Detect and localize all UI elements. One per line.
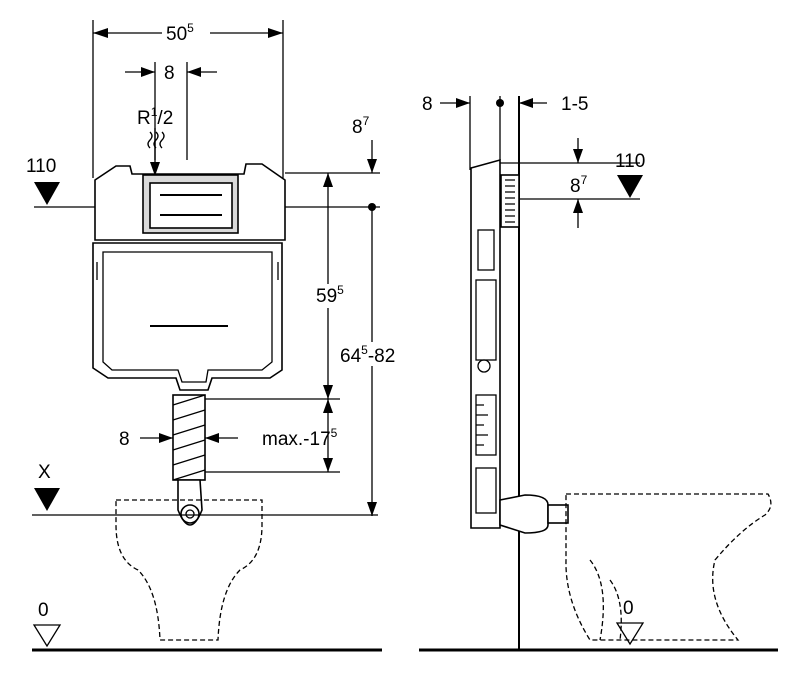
axis-x-marker: X — [32, 462, 378, 516]
side-level-110-label: 110 — [615, 151, 645, 172]
side-pipe-connection — [499, 494, 569, 534]
floor-label-front: 0 — [38, 600, 49, 621]
inlet-offset-dimension: 8 — [125, 62, 217, 160]
pipe-width-dimension: 8 — [119, 429, 238, 450]
wc-bowl-side — [565, 493, 772, 641]
wc-bowl-front — [115, 499, 263, 641]
front-view: 505 8 R1/2 110 — [26, 20, 415, 652]
water-inlet-icon — [147, 131, 165, 149]
wall-gap-label: 1-5 — [561, 94, 588, 115]
top-gap-label: 87 — [352, 114, 370, 138]
side-view: 8 1-5 — [419, 94, 778, 652]
width-dimension: 505 — [92, 20, 284, 178]
actuator-height-label: 87 — [570, 173, 588, 197]
side-level-dimensions: 87 110 — [500, 138, 645, 228]
cistern-height-label: 595 — [316, 283, 344, 307]
floor-front: 0 — [32, 600, 382, 652]
pipe-width-label: 8 — [119, 429, 130, 450]
floor-label-side: 0 — [623, 598, 634, 619]
flush-pipe — [172, 394, 206, 526]
pipe-extension-label: max.-175 — [262, 426, 338, 450]
floor-side: 0 — [419, 598, 778, 652]
axis-x-label: X — [38, 462, 51, 483]
level-110-label: 110 — [26, 156, 56, 177]
total-height-label: 645-82 — [340, 343, 395, 367]
height-dimensions: 87 595 645-82 max.-175 — [205, 114, 415, 516]
inlet-offset-label: 8 — [164, 63, 175, 84]
inlet-thread: R1/2 — [137, 105, 173, 176]
frame-side — [470, 158, 520, 529]
width-label: 505 — [166, 21, 194, 45]
side-top-dimensions: 8 1-5 — [422, 94, 588, 170]
wc-trap-side — [589, 559, 622, 641]
level-110-marker-left: 110 — [26, 156, 115, 208]
cistern — [92, 163, 286, 391]
inlet-thread-label: R1/2 — [137, 105, 173, 129]
depth-label: 8 — [422, 94, 433, 115]
